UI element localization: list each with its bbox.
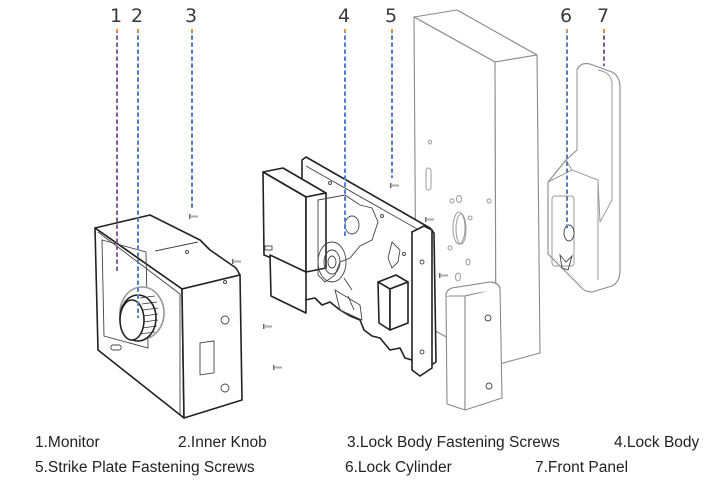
callout-number-2: 2 — [131, 5, 143, 27]
screw-icon — [390, 183, 399, 188]
legend-item-strike-plate-fastening-screws: 5.Strike Plate Fastening Screws — [35, 459, 255, 476]
screw-icon — [263, 324, 272, 329]
front-panel-part — [547, 63, 621, 293]
monitor-part — [94, 214, 243, 419]
knob-ridges — [139, 295, 159, 335]
legend-item-inner-knob: 2.Inner Knob — [178, 434, 267, 451]
screw-icon — [425, 217, 434, 222]
strike-box-part — [445, 281, 503, 411]
legend-item-lock-cylinder: 6.Lock Cylinder — [345, 459, 452, 476]
legend-item-lock-body: 4.Lock Body — [614, 434, 700, 451]
callout-number-6: 6 — [560, 5, 572, 27]
callout-number-7: 7 — [597, 5, 609, 27]
legend-item-front-panel: 7.Front Panel — [535, 459, 629, 476]
screw-icon — [439, 273, 448, 278]
screw-group — [189, 183, 448, 370]
callout-number-1: 1 — [110, 5, 122, 27]
legend-item-lock-body-fastening-screws: 3.Lock Body Fastening Screws — [347, 434, 560, 451]
screw-icon — [232, 259, 241, 264]
lock-body-part — [262, 156, 437, 377]
callout-number-5: 5 — [385, 5, 397, 27]
screw-icon — [273, 365, 282, 370]
legend-item-monitor: 1.Monitor — [35, 434, 100, 451]
screw-icon — [189, 214, 198, 219]
callout-number-3: 3 — [185, 5, 197, 27]
callout-number-4: 4 — [338, 5, 350, 27]
